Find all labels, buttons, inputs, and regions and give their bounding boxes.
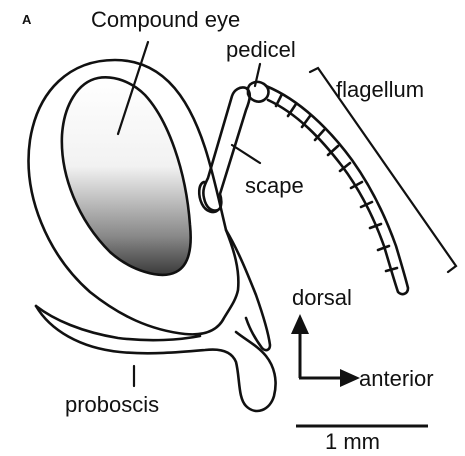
proboscis-label: proboscis — [65, 392, 159, 417]
dorsal-arrowhead — [291, 314, 309, 334]
anterior-arrowhead — [340, 369, 360, 387]
scape-leader — [232, 145, 260, 163]
pedicel-label: pedicel — [226, 37, 296, 62]
compound-eye-label: Compound eye — [91, 7, 240, 32]
anterior-label: anterior — [359, 366, 434, 391]
orientation-arrows — [291, 314, 360, 387]
panel-label: A — [22, 12, 32, 27]
flagellum-label: flagellum — [336, 77, 424, 102]
scape-label: scape — [245, 173, 304, 198]
dorsal-label: dorsal — [292, 285, 352, 310]
scale-bar-label: 1 mm — [325, 429, 380, 454]
scape-segment — [203, 87, 249, 210]
